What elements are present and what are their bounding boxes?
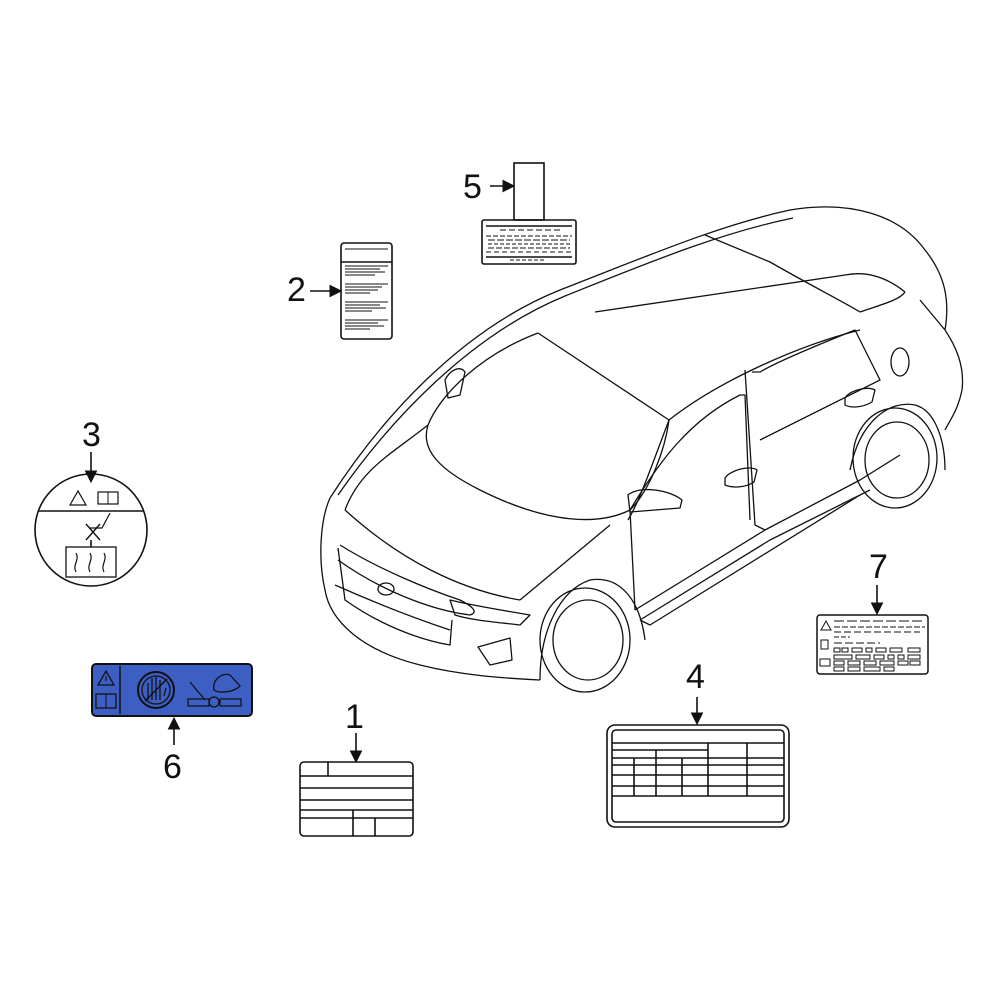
label-2 [340, 242, 393, 340]
callout-2: 2 [287, 271, 306, 309]
label-7 [816, 614, 929, 675]
label-3 [34, 473, 148, 587]
callout-1: 1 [345, 698, 364, 736]
callout-3: 3 [82, 416, 101, 454]
label-1 [299, 761, 414, 837]
label-6 [91, 663, 253, 717]
label-5 [481, 162, 577, 265]
callout-4: 4 [686, 658, 705, 696]
callout-5: 5 [463, 168, 482, 206]
callout-7: 7 [869, 548, 888, 586]
callout-6: 6 [163, 748, 182, 786]
car-outline [320, 206, 964, 693]
label-4 [606, 724, 790, 828]
